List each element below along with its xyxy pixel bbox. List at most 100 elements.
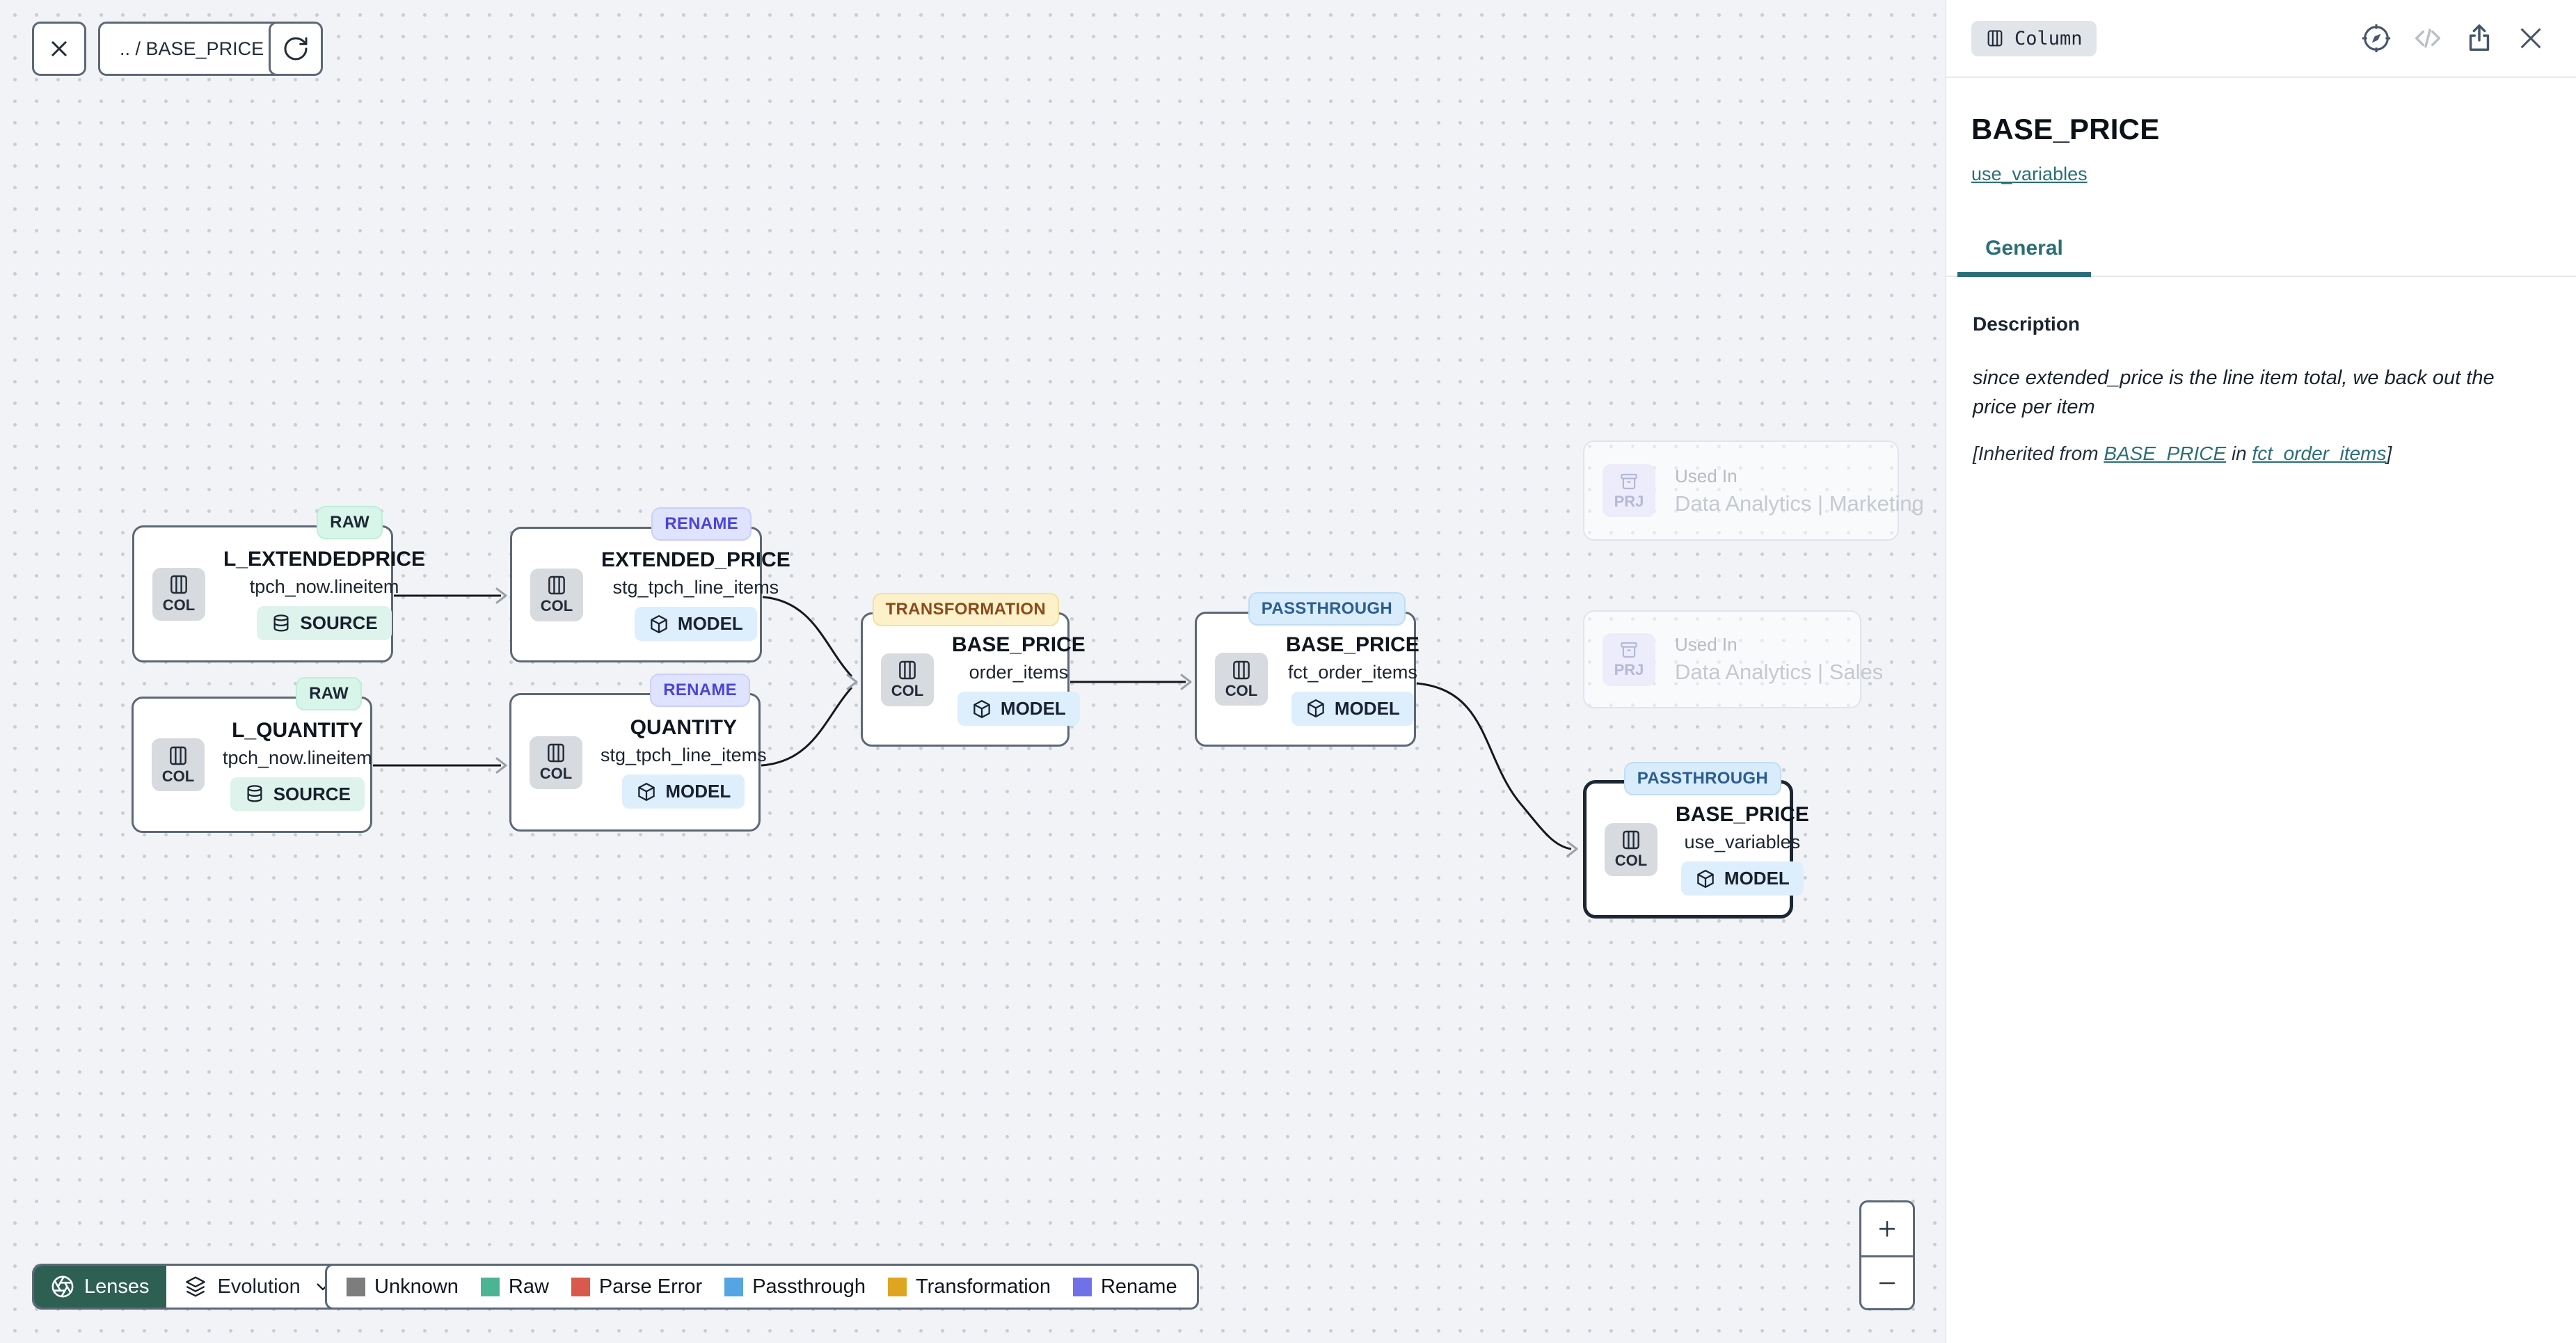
node-title: L_EXTENDEDPRICE [223, 548, 426, 571]
legend-label: Raw [508, 1275, 549, 1298]
lenses-button[interactable]: Lenses [34, 1266, 166, 1308]
legend-label: Parse Error [598, 1275, 703, 1298]
node-body: BASE_PRICE order_items MODEL [952, 633, 1086, 726]
kind-label: MODEL [1334, 697, 1400, 719]
legend-item: Raw [480, 1275, 549, 1298]
column-chip: COL [881, 653, 934, 706]
share-icon [2469, 24, 2490, 51]
column-chip-label: COL [161, 767, 195, 785]
node-l-extendedprice[interactable]: RAW COL L_EXTENDEDPRICE tpch_now.lineite… [132, 506, 425, 662]
kind-label: MODEL [665, 781, 731, 802]
node-extended-price[interactable]: RENAME COL EXTENDED_PRICE stg_tpch_line_… [510, 507, 790, 662]
code-icon [2415, 29, 2441, 48]
description-text: since extended_price is the line item to… [1973, 367, 2495, 419]
node-title: L_QUANTITY [232, 718, 363, 742]
kind-chip-model: MODEL [957, 692, 1080, 726]
model-link[interactable]: use_variables [1971, 164, 2088, 184]
used-in-title: Data Analytics | Marketing [1675, 491, 1924, 516]
inherited-column-link[interactable]: BASE_PRICE [2104, 443, 2227, 465]
share-button[interactable] [2463, 22, 2495, 54]
node-quantity[interactable]: RENAME COL QUANTITY stg_tpch_line_items … [509, 674, 767, 832]
node-subtitle: order_items [969, 662, 1069, 683]
node-type-badge: PASSTHROUGH [1248, 592, 1406, 626]
node-type-badge: TRANSFORMATION [872, 593, 1059, 626]
kind-label: MODEL [1000, 698, 1066, 719]
layers-icon [185, 1276, 205, 1297]
refresh-button[interactable] [269, 22, 323, 76]
project-chip: PRJ [1603, 464, 1655, 517]
kind-label: SOURCE [273, 783, 351, 804]
used-in-label: Used In [1675, 634, 1738, 655]
kind-chip-model: MODEL [1291, 691, 1414, 726]
used-in-title: Data Analytics | Sales [1675, 660, 1884, 684]
details-panel-header: Column [1946, 0, 2576, 78]
node-title: BASE_PRICE [1286, 633, 1420, 656]
breadcrumb[interactable]: .. / BASE_PRICE [98, 22, 286, 76]
kind-label: SOURCE [300, 612, 378, 633]
column-chip-label: COL [162, 596, 196, 614]
kind-chip-model: MODEL [1680, 861, 1804, 896]
legend-item: Passthrough [724, 1276, 866, 1298]
used-in-label: Used In [1675, 465, 1738, 486]
lens-mode-dropdown[interactable]: Evolution [166, 1266, 352, 1308]
archive-icon [1621, 473, 1637, 489]
panel-tabs: General [1946, 237, 2576, 277]
close-icon [2520, 28, 2541, 49]
cube-icon [638, 782, 655, 801]
legend-item: Rename [1072, 1275, 1177, 1298]
tab-label: General [1985, 237, 2063, 260]
node-body: BASE_PRICE fct_order_items MODEL [1286, 633, 1420, 726]
node-subtitle: stg_tpch_line_items [601, 745, 767, 765]
node-body: L_EXTENDEDPRICE tpch_now.lineitem SOURCE [223, 548, 425, 640]
project-chip: PRJ [1603, 633, 1655, 686]
node-subtitle: fct_order_items [1287, 661, 1417, 683]
inherited-mid: in [2226, 443, 2252, 465]
legend-swatch [888, 1277, 907, 1296]
node-subtitle: stg_tpch_line_items [612, 577, 779, 598]
tab-general[interactable]: General [1957, 237, 2091, 277]
used-in-body: Used In Data Analytics | Marketing [1675, 466, 1924, 516]
zoom-in-button[interactable] [1861, 1202, 1913, 1255]
kind-label: MODEL [1724, 868, 1790, 889]
node-base-price-fct-order-items[interactable]: PASSTHROUGH COL BASE_PRICE fct_order_ite… [1195, 592, 1420, 747]
node-subtitle: tpch_now.lineitem [223, 747, 372, 768]
close-panel-button[interactable] [2515, 22, 2547, 54]
node-type-badge: RAW [317, 506, 383, 539]
node-body: BASE_PRICE use_variables MODEL [1676, 803, 1809, 896]
legend-label: Rename [1100, 1275, 1177, 1298]
cube-icon [1697, 869, 1714, 888]
plus-icon [1879, 1221, 1895, 1237]
column-chip: COL [1215, 653, 1268, 706]
close-icon [51, 40, 67, 57]
cube-icon [973, 699, 990, 718]
panel-title-block: BASE_PRICE use_variables [1946, 78, 2576, 185]
legend-swatch [480, 1277, 500, 1296]
close-lineage-button[interactable] [32, 22, 86, 76]
node-subtitle: use_variables [1684, 832, 1801, 852]
legend-item: Unknown [347, 1276, 459, 1298]
node-title: EXTENDED_PRICE [601, 548, 790, 571]
node-base-price-order-items[interactable]: TRANSFORMATION COL BASE_PRICE order_item… [861, 593, 1086, 747]
node-subtitle: tpch_now.lineitem [249, 576, 399, 597]
refresh-icon [284, 37, 308, 61]
minus-icon [1879, 1282, 1895, 1284]
zoom-out-button[interactable] [1861, 1255, 1913, 1308]
used-in-card-sales: PRJ Used In Data Analytics | Sales [1583, 610, 1883, 708]
node-l-quantity[interactable]: RAW COL L_QUANTITY tpch_now.lineitem SOU… [132, 677, 372, 833]
node-type-badge: RENAME [651, 507, 752, 541]
panel-actions [2360, 22, 2547, 54]
column-chip: COL [152, 567, 205, 621]
project-chip-label: PRJ [1614, 492, 1644, 510]
node-type-badge: RAW [296, 677, 362, 710]
used-in-body: Used In Data Analytics | Sales [1675, 634, 1883, 685]
explore-button[interactable] [2360, 22, 2392, 54]
node-base-price-use-variables[interactable]: PASSTHROUGH COL BASE_PRICE use_variables… [1583, 762, 1809, 919]
entity-type-label: Column [2014, 27, 2083, 49]
kind-chip-source: SOURCE [230, 777, 365, 811]
inherited-model-link[interactable]: fct_order_items [2252, 443, 2387, 465]
column-chip-label: COL [539, 765, 573, 782]
view-code-button[interactable] [2412, 22, 2444, 54]
node-type-badge: RENAME [650, 674, 750, 707]
kind-label: MODEL [677, 613, 743, 634]
legend-swatch [347, 1277, 365, 1296]
